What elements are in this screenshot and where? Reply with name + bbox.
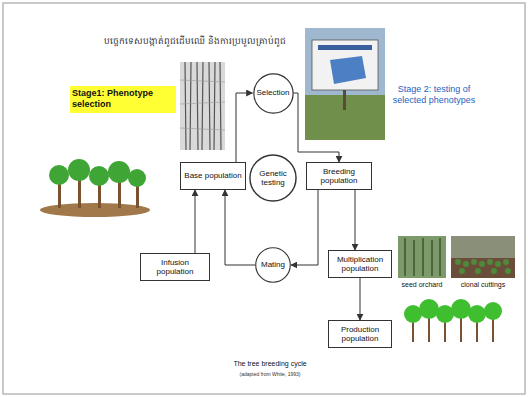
population-box: Production population xyxy=(328,320,392,348)
slide-title: បច្ចេកទេសបង្កាត់ពូជដើមឈើ និងការប្រមូលគ្រ… xyxy=(90,36,300,48)
population-box: Multiplication population xyxy=(328,250,392,278)
node-text: Mating xyxy=(261,260,285,269)
stage-label: Stage 2: testing of selected phenotypes xyxy=(388,84,480,106)
cycle-arrow xyxy=(360,278,361,320)
cycle-arrow xyxy=(195,190,196,253)
node-text: Production population xyxy=(332,325,388,343)
cycle-arrow xyxy=(236,93,253,162)
node-text: Genetic testing xyxy=(251,169,295,187)
node-text: Base population xyxy=(184,171,241,180)
stage-label: Stage1: Phenotype selection xyxy=(72,88,174,110)
node-text: Multiplication population xyxy=(332,255,388,273)
photo-caption: clonal cuttings xyxy=(451,281,515,289)
node-text: Breeding population xyxy=(310,167,368,185)
node-text: Selection xyxy=(257,88,290,97)
testing-circle: Genetic testing xyxy=(249,154,297,202)
mating-circle: Mating xyxy=(255,247,291,283)
population-box: Breeding population xyxy=(306,162,372,190)
cycle-arrow xyxy=(225,190,255,265)
photo-caption: seed orchard xyxy=(398,281,446,289)
diagram-caption: The tree breeding cycle xyxy=(160,360,380,367)
population-box: Infusion population xyxy=(140,253,210,281)
population-box: Base population xyxy=(180,162,246,190)
node-text: Infusion population xyxy=(144,258,206,276)
cycle-arrow xyxy=(294,93,340,162)
cycle-arrow xyxy=(355,190,356,250)
cycle-arrow xyxy=(291,190,318,265)
source-note: (adapted from White, 1993) xyxy=(160,371,380,377)
selection-circle: Selection xyxy=(253,73,294,114)
